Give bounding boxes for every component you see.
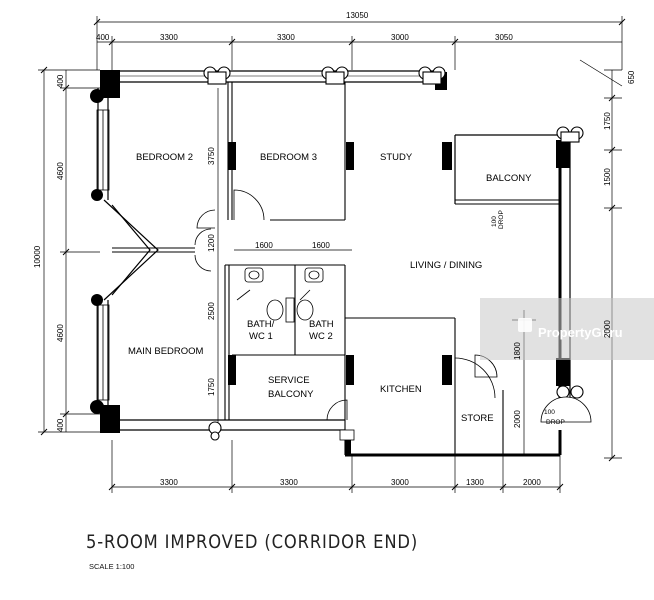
label-main-bedroom: MAIN BEDROOM	[128, 346, 204, 357]
label-bedroom-2: BEDROOM 2	[136, 152, 193, 163]
room-labels: BEDROOM 2 BEDROOM 3 STUDY BALCONY LIVING…	[128, 152, 532, 424]
door-swings	[194, 189, 592, 423]
dim-bottom-3: 3000	[391, 478, 409, 487]
label-bedroom-3: BEDROOM 3	[260, 152, 317, 163]
drop-1-number: 100	[491, 216, 498, 227]
label-store: STORE	[461, 413, 494, 424]
dim-top-3: 3300	[277, 33, 295, 42]
dimension-lines	[38, 16, 623, 493]
drop-labels: 100 DROP 100 DROP	[491, 210, 565, 426]
dim-bottom-1: 3300	[160, 478, 178, 487]
label-bath-2-line2: WC 2	[309, 331, 333, 342]
dimension-ticks	[40, 18, 626, 491]
dim-left-2: 4600	[56, 162, 65, 180]
dim-top-2: 3300	[160, 33, 178, 42]
dim-bottom-5: 2000	[523, 478, 541, 487]
structural-columns	[100, 70, 570, 455]
dim-right-1800: 1800	[513, 342, 522, 360]
corner-posts	[90, 89, 104, 414]
label-service-balcony-line2: BALCONY	[268, 389, 314, 400]
dim-bottom-4: 1300	[466, 478, 484, 487]
bath-fixtures	[244, 267, 355, 441]
dim-top-4: 3000	[391, 33, 409, 42]
drop-2-number: 100	[544, 409, 555, 416]
drop-1-text: DROP	[498, 210, 505, 229]
label-balcony: BALCONY	[486, 173, 532, 184]
exterior-walls	[97, 70, 571, 457]
dim-right-2000b: 2000	[513, 410, 522, 428]
dim-inner-1600a: 1600	[255, 241, 273, 250]
dim-left-3: 4600	[56, 324, 65, 342]
watermark-text: PropertyGuru	[538, 325, 623, 340]
dim-left-overall: 10000	[33, 245, 42, 268]
drop-2-text: DROP	[546, 419, 565, 426]
dim-overall-top: 13050	[346, 11, 369, 20]
dim-left-4: 400	[56, 418, 65, 432]
label-study: STUDY	[380, 152, 413, 163]
window-posts	[203, 66, 584, 441]
label-bath-2-line1: BATH	[309, 319, 334, 330]
dim-right-1500: 1500	[603, 168, 612, 186]
dim-inner-1750: 1750	[207, 378, 216, 396]
dim-right-650: 650	[627, 70, 636, 84]
dim-inner-3750: 3750	[207, 147, 216, 165]
label-bath-1-line2: WC 1	[249, 331, 273, 342]
dim-inner-2500: 2500	[207, 302, 216, 320]
label-living-dining: LIVING / DINING	[410, 260, 482, 271]
dim-top-1: 400	[96, 33, 110, 42]
dim-right-2000: 2000	[603, 320, 612, 338]
label-bath-1-line1: BATH/	[247, 319, 275, 330]
label-service-balcony-line1: SERVICE	[268, 375, 310, 386]
dim-inner-1600b: 1600	[312, 241, 330, 250]
plan-title: 5-ROOM IMPROVED (CORRIDOR END)	[86, 531, 419, 553]
label-kitchen: KITCHEN	[380, 384, 422, 395]
bay-windows	[96, 109, 110, 401]
plan-scale: SCALE 1:100	[89, 562, 135, 571]
dim-inner-1200: 1200	[207, 234, 216, 252]
dim-bottom-2: 3300	[280, 478, 298, 487]
dim-right-1750: 1750	[603, 112, 612, 130]
dimension-values: 13050 400 3300 3300 3000 3050 3300 3300 …	[33, 11, 636, 487]
dim-top-5: 3050	[495, 33, 513, 42]
watermark: PropertyGuru	[480, 298, 654, 360]
dim-left-1: 400	[56, 74, 65, 88]
